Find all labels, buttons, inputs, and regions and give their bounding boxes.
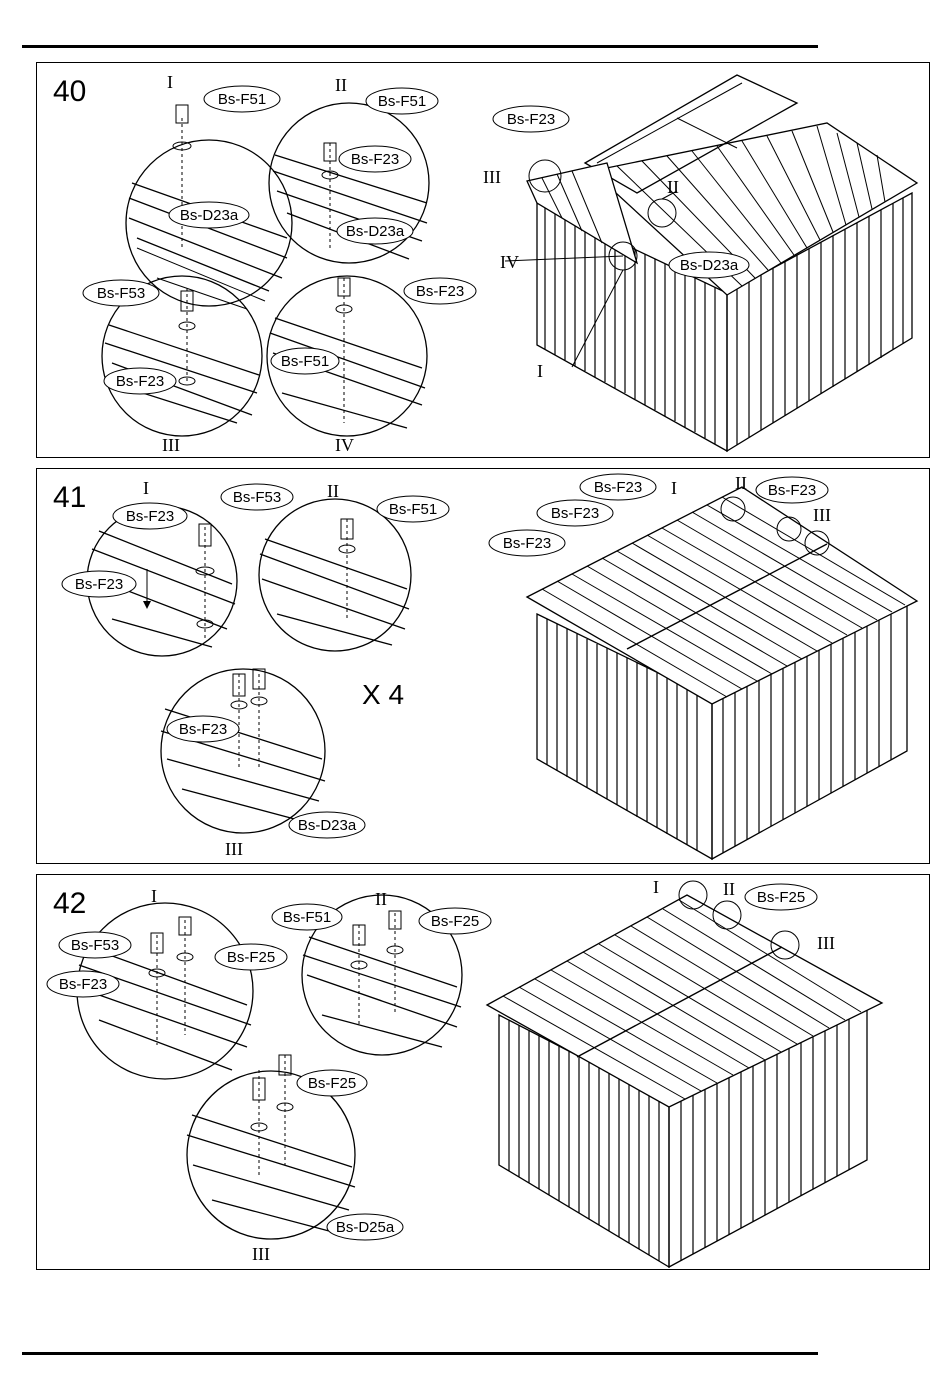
part-label: Bs-F23: [594, 479, 642, 496]
part-label: Bs-F51: [378, 93, 426, 110]
step-41-drawing: I Bs-F23 Bs-F53 Bs-F23 II Bs-F51: [37, 469, 931, 865]
roman-label: III: [817, 933, 835, 953]
part-label: Bs-F25: [308, 1075, 356, 1092]
roman-label: III: [252, 1244, 270, 1264]
step-41-panel: 41 I Bs-F23 Bs-F53 Bs-F23 II Bs-F5: [36, 468, 930, 864]
part-label: Bs-F23: [551, 505, 599, 522]
roman-label: III: [813, 505, 831, 525]
roman-label: III: [483, 167, 501, 187]
part-label: Bs-F25: [431, 913, 479, 930]
part-label: Bs-F23: [416, 283, 464, 300]
part-label: Bs-F51: [218, 91, 266, 108]
shed-main-view: I II III: [527, 473, 917, 859]
step-40-drawing: I Bs-F51 Bs-D23a II Bs-F51 Bs-F23 Bs-D23…: [37, 63, 931, 459]
part-label: Bs-F53: [71, 937, 119, 954]
part-label: Bs-F51: [281, 353, 329, 370]
part-label: Bs-D23a: [346, 223, 405, 240]
part-label: Bs-F25: [757, 889, 805, 906]
part-label: Bs-D23a: [680, 257, 739, 274]
roman-label: IV: [335, 435, 354, 455]
roman-label: II: [735, 473, 747, 493]
roman-label: I: [143, 478, 149, 498]
part-label: Bs-F51: [283, 909, 331, 926]
part-label: Bs-F23: [503, 535, 551, 552]
roman-label: II: [667, 177, 679, 197]
part-label: Bs-F23: [59, 976, 107, 993]
part-label: Bs-F23: [75, 576, 123, 593]
quantity-multiplier: X 4: [362, 679, 404, 710]
roman-label: II: [375, 889, 387, 909]
part-label: Bs-D25a: [336, 1219, 395, 1236]
part-label: Bs-D23a: [298, 817, 357, 834]
part-label: Bs-F51: [389, 501, 437, 518]
roman-label: I: [653, 877, 659, 897]
roman-label: I: [537, 361, 543, 381]
step-42-panel: 42 I Bs-F53 Bs-F25 Bs-F23: [36, 874, 930, 1270]
step-42-drawing: I Bs-F53 Bs-F25 Bs-F23 II Bs-F51 Bs-F25: [37, 875, 931, 1271]
roman-label: II: [335, 75, 347, 95]
part-label: Bs-F23: [116, 373, 164, 390]
roman-label: I: [151, 886, 157, 906]
roman-label: II: [327, 481, 339, 501]
roman-label: IV: [500, 252, 519, 272]
roman-label: I: [167, 72, 173, 92]
part-label: Bs-F53: [97, 285, 145, 302]
part-label: Bs-F53: [233, 489, 281, 506]
part-label: Bs-F23: [351, 151, 399, 168]
roman-label: II: [723, 879, 735, 899]
part-label: Bs-D23a: [180, 207, 239, 224]
part-label: Bs-F23: [768, 482, 816, 499]
part-label: Bs-F23: [507, 111, 555, 128]
step-40-panel: 40 I Bs-F51 Bs-D23a II Bs-F51 Bs-F23: [36, 62, 930, 458]
part-label: Bs-F23: [126, 508, 174, 525]
roman-label: III: [225, 839, 243, 859]
part-label: Bs-F25: [227, 949, 275, 966]
roman-label: III: [162, 435, 180, 455]
bottom-rule: [22, 1352, 818, 1355]
top-rule: [22, 45, 818, 48]
roman-label: I: [671, 478, 677, 498]
part-label: Bs-F23: [179, 721, 227, 738]
shed-main-view: I II III: [487, 877, 882, 1267]
